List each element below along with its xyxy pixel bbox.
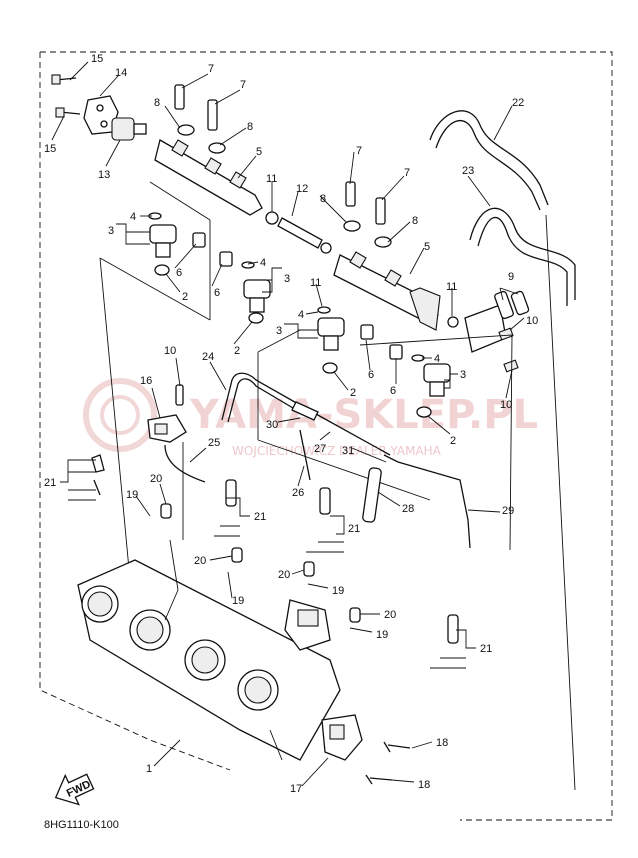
callout-20: 20 — [278, 569, 290, 581]
callout-7: 7 — [208, 63, 214, 75]
fuel-joint-pipe — [265, 211, 332, 254]
callout-14: 14 — [115, 67, 127, 79]
callout-25: 25 — [208, 437, 220, 449]
fwd-label: FWD — [65, 778, 93, 799]
callout-18: 18 — [436, 737, 448, 749]
vacuum-hose-set — [221, 372, 471, 549]
intake-air-temp-sensor-group — [51, 74, 147, 141]
callout-3: 3 — [460, 369, 466, 381]
callout-4: 4 — [298, 309, 304, 321]
callout-8: 8 — [247, 121, 253, 133]
callout-3: 3 — [276, 325, 282, 337]
callout-10: 10 — [500, 399, 512, 411]
callout-12: 12 — [296, 183, 308, 195]
callout-18: 18 — [418, 779, 430, 791]
watermark-main: YAMA-SKLEP.PL — [189, 392, 538, 438]
callout-20: 20 — [150, 473, 162, 485]
callout-9: 9 — [508, 271, 514, 283]
callout-1: 1 — [146, 763, 152, 775]
callout-15: 15 — [44, 143, 56, 155]
callout-6: 6 — [214, 287, 220, 299]
callout-17: 17 — [290, 783, 302, 795]
callout-5: 5 — [424, 241, 430, 253]
pressure-sensor-group — [147, 384, 206, 540]
callout-7: 7 — [240, 79, 246, 91]
callout-4: 4 — [434, 353, 440, 365]
watermark-sub: WOJCIECHOWICZ DEALER YAMAHA — [232, 444, 442, 458]
callout-19: 19 — [126, 489, 138, 501]
callout-8: 8 — [320, 193, 326, 205]
callout-23: 23 — [462, 165, 474, 177]
diagram-code: 8HG1110-K100 — [44, 819, 119, 831]
callout-19: 19 — [232, 595, 244, 607]
throttle-body-assembly — [77, 539, 363, 761]
callout-11: 11 — [266, 173, 277, 185]
callout-4: 4 — [260, 257, 266, 269]
callout-13: 13 — [98, 169, 110, 181]
callout-16: 16 — [140, 375, 152, 387]
callout-2: 2 — [182, 291, 188, 303]
callout-22: 22 — [512, 97, 524, 109]
callout-11: 11 — [446, 281, 457, 293]
callout-6: 6 — [368, 369, 374, 381]
callout-6: 6 — [176, 267, 182, 279]
callout-2: 2 — [350, 387, 356, 399]
watermark: YAMA-SKLEP.PL WOJCIECHOWICZ DEALER YAMAH… — [83, 378, 538, 458]
assembly-boundary — [39, 51, 613, 821]
callout-24: 24 — [202, 351, 214, 363]
callout-8: 8 — [412, 215, 418, 227]
callout-29: 29 — [502, 505, 514, 517]
callout-21: 21 — [44, 477, 56, 489]
callout-3: 3 — [108, 225, 114, 237]
callout-21: 21 — [254, 511, 266, 523]
fuel-rail-right — [317, 181, 451, 418]
callout-8: 8 — [154, 97, 160, 109]
callout-26: 26 — [292, 487, 304, 499]
callout-2: 2 — [234, 345, 240, 357]
callout-21: 21 — [348, 523, 360, 535]
callout-28: 28 — [402, 503, 414, 515]
callout-27: 27 — [314, 443, 326, 455]
callout-19: 19 — [376, 629, 388, 641]
callout-20: 20 — [384, 609, 396, 621]
screws-and-adjusters — [91, 454, 459, 785]
callout-2: 2 — [450, 435, 456, 447]
callout-10: 10 — [526, 315, 538, 327]
callout-30: 30 — [266, 419, 278, 431]
callout-3: 3 — [284, 273, 290, 285]
callout-labels: 15 14 15 13 7 7 8 8 5 11 12 4 3 6 2 6 4 … — [44, 53, 538, 795]
fwd-arrow: FWD — [54, 773, 95, 806]
callout-15: 15 — [91, 53, 103, 65]
callout-19: 19 — [332, 585, 344, 597]
callout-5: 5 — [256, 146, 262, 158]
callout-4: 4 — [130, 211, 136, 223]
callout-6: 6 — [390, 385, 396, 397]
leader-lines — [51, 61, 525, 787]
callout-20: 20 — [194, 555, 206, 567]
fuel-rail-left — [148, 84, 271, 324]
callout-11: 11 — [310, 277, 321, 289]
callout-10: 10 — [164, 345, 176, 357]
callout-21: 21 — [480, 643, 492, 655]
fuel-inlet-fitting — [447, 290, 530, 373]
breather-hoses — [429, 110, 576, 306]
callout-31: 31 — [342, 445, 354, 457]
callout-7: 7 — [356, 145, 362, 157]
callout-7: 7 — [404, 167, 410, 179]
